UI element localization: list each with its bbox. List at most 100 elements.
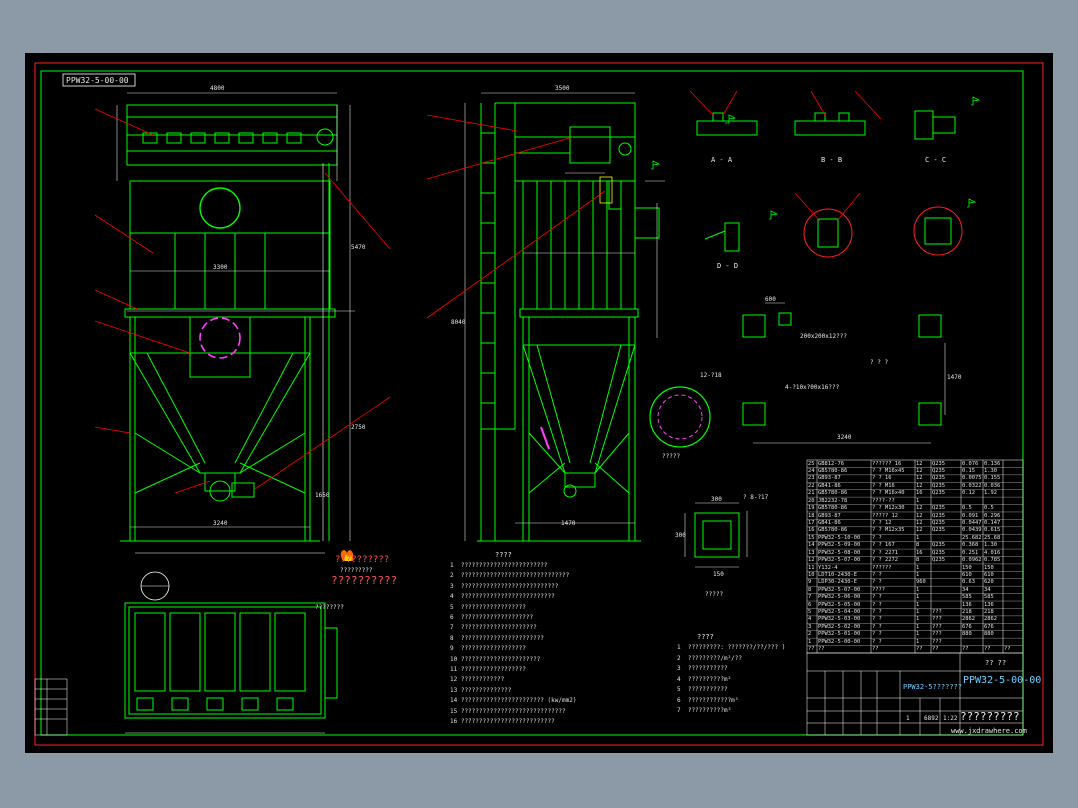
parts-cell: ???? <box>872 586 885 593</box>
parts-cell: Q235 <box>932 519 945 526</box>
parts-cell: 1 <box>916 571 920 578</box>
side-view <box>477 102 660 542</box>
parts-cell: 34 <box>962 586 969 593</box>
parts-cell: 585 <box>984 594 994 601</box>
parts-cell: 585 <box>962 594 972 601</box>
parts-cell: GB41-86 <box>818 519 841 526</box>
parts-cell: 25.68 <box>984 534 1001 541</box>
parts-cell: 1 <box>916 601 920 608</box>
parts-cell: GB93-87 <box>818 512 841 519</box>
dim-nozzle-w: 300 <box>711 496 722 503</box>
parts-cell: ????? 12 <box>872 512 898 519</box>
parts-cell: 218 <box>962 609 972 616</box>
dim-height-right: 5470 <box>351 244 366 251</box>
side-accent-mark <box>540 426 550 450</box>
parts-cell: 12 <box>916 512 923 519</box>
parts-cell: 21 <box>808 490 815 497</box>
side-dimensions <box>464 92 665 541</box>
parts-cell: 1.92 <box>984 490 997 497</box>
parts-cell: 8 <box>916 542 920 549</box>
parts-cell: 610 <box>962 571 972 578</box>
tech-notes-title: ???? <box>495 551 512 559</box>
parts-cell: 0.12 <box>962 490 975 497</box>
param-note-line: 5 ??????????? <box>677 686 728 693</box>
parts-cell: 1 <box>916 623 920 630</box>
tech-note-line: 2 ?????????????????????????????? <box>450 572 570 580</box>
drawing-no-tag: PPW32-5-00-00 <box>66 76 129 85</box>
parts-header-cell: ?? <box>984 646 991 653</box>
dim-anchor-w: 600 <box>765 296 776 303</box>
parts-cell: GB93-87 <box>818 475 841 482</box>
parts-cell: 8 <box>808 586 812 593</box>
revision-box <box>34 678 68 736</box>
parts-cell: PPW32-5-04-00 <box>818 609 861 616</box>
parts-cell: 0.5 <box>984 505 994 512</box>
parts-cell: Q235 <box>932 490 945 497</box>
parts-cell: 17 <box>808 519 815 526</box>
section-views <box>649 110 963 558</box>
parts-cell: 610 <box>984 571 994 578</box>
parts-cell: Q235 <box>932 505 945 512</box>
parts-cell: 34 <box>984 586 991 593</box>
parts-cell: Q235 <box>932 527 945 534</box>
parts-cell: ? ? 16 <box>872 475 892 482</box>
nozzle-caption: ????? <box>705 591 724 598</box>
parts-cell: 1.30 <box>984 542 997 549</box>
tech-note-line: 16 ?????????????????????????? <box>450 718 555 725</box>
parts-cell: 0.147 <box>984 519 1001 526</box>
parts-cell: Q235 <box>932 468 945 475</box>
parts-cell: 1 <box>916 594 920 601</box>
parts-cell: 15 <box>808 534 815 541</box>
param-note-line: 2 ?????????/m²/?? <box>677 654 743 662</box>
parts-cell: 2862 <box>962 616 975 623</box>
parts-cell: 14 <box>808 542 815 549</box>
view-label-bb: B - B <box>821 156 843 164</box>
parts-cell: 19 <box>808 505 815 512</box>
parts-list-rows <box>807 467 1023 646</box>
front-leaders <box>94 108 391 494</box>
parts-cell: 0.296 <box>984 512 1001 519</box>
cad-drawing <box>34 62 1044 746</box>
parts-cell: ? ? <box>872 616 882 623</box>
dim-nozzle-b: 150 <box>713 571 724 578</box>
parts-header-cell: ?? <box>962 646 969 653</box>
parts-cell: GB41-86 <box>818 482 841 489</box>
parts-cell: 9 <box>808 579 812 586</box>
parts-cell: Q235 <box>932 549 945 556</box>
nozzle-right-note: ? 8-?17 <box>743 494 769 501</box>
parts-header-cell: ?? <box>808 646 815 653</box>
outer-border <box>34 62 1044 746</box>
parts-cell: Q235 <box>932 482 945 489</box>
dim-nozzle-h: 300 <box>675 532 686 539</box>
parts-cell: Q235 <box>932 460 945 467</box>
parts-cell: 880 <box>984 631 994 638</box>
tech-note-line: 10 ?????????????????????? <box>450 655 541 663</box>
side-inlet-hatch <box>599 176 613 204</box>
parts-cell: GB5780-86 <box>818 490 848 497</box>
title-main: ????????? <box>960 710 1020 723</box>
parts-cell: ?????? 16 <box>872 460 902 467</box>
drawing-sheet: PPW32-5-00-00 4800 3300 3240 5470 2750 1… <box>25 53 1053 753</box>
title-scale-2: 6892 <box>924 715 939 722</box>
tech-note-line: 4 ?????????????????????????? <box>450 593 555 601</box>
parts-cell: 620 <box>984 579 994 586</box>
parts-cell: 4 <box>808 616 812 623</box>
parts-cell: 12 <box>808 557 815 564</box>
parts-cell: 1 <box>916 534 920 541</box>
parts-cell: 150 <box>962 564 972 571</box>
anchor-view-label: ? ? ? <box>870 359 889 366</box>
parts-cell: 4.016 <box>984 549 1001 556</box>
logo-text: ?????????? <box>335 555 390 565</box>
parts-cell: 23 <box>808 475 815 482</box>
parts-cell: PPW32-5-07-00 <box>818 557 861 564</box>
dim-height-total: 8040 <box>451 319 466 326</box>
param-note-line: 1 ?????????: ???????/??/??? ) <box>677 644 786 651</box>
parts-cell: ? ? 167 <box>872 542 895 549</box>
parts-cell: Q235 <box>932 557 945 564</box>
section-dimensions <box>684 302 946 568</box>
parts-cell: 16 <box>916 549 923 556</box>
parts-cell: 0.368 <box>962 542 979 549</box>
parts-cell: ? ? <box>872 579 882 586</box>
parts-cell: 0.0322 <box>962 482 982 489</box>
inner-border <box>40 70 1024 736</box>
